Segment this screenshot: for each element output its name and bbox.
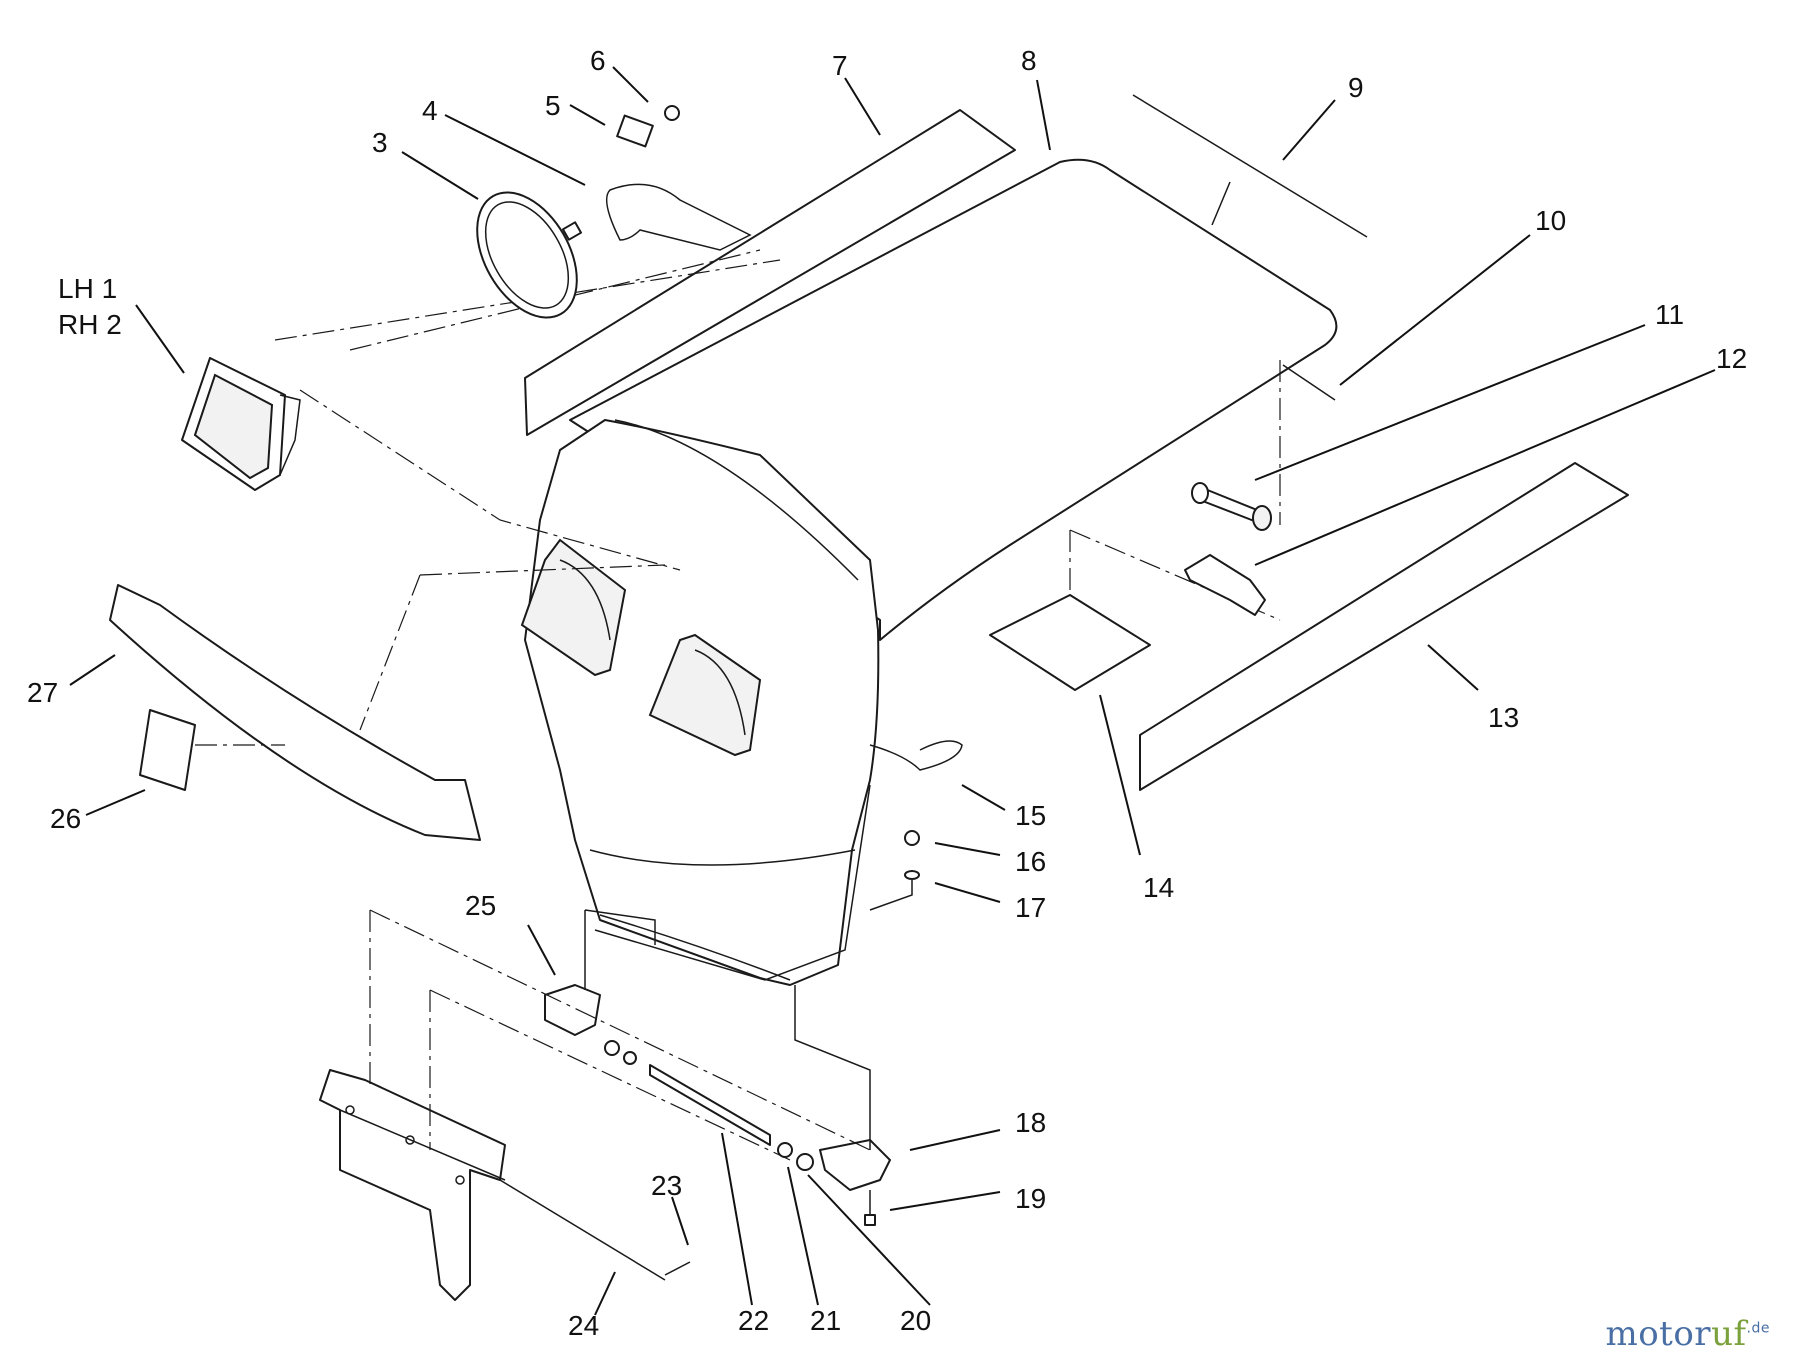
callout-25: 25: [465, 890, 496, 921]
left-side-decal: [524, 109, 1016, 436]
right-side-decal: [1139, 462, 1629, 791]
flat-washer: [904, 870, 920, 880]
watermark-suffix: .de: [1746, 1320, 1770, 1337]
callout-18: 18: [1015, 1107, 1046, 1138]
callout-23: 23: [651, 1170, 682, 1201]
callout-1-lh: LH 1: [58, 273, 117, 304]
callout-16: 16: [1015, 846, 1046, 877]
callout-15: 15: [1015, 800, 1046, 831]
callout-9: 9: [1348, 72, 1364, 103]
headlight-housing: [181, 357, 301, 491]
watermark-accent-text: uf: [1711, 1314, 1747, 1354]
hood-latch: [1184, 554, 1266, 616]
locknut: [796, 1153, 814, 1171]
callout-14: 14: [1143, 872, 1174, 903]
callout-5: 5: [545, 90, 561, 121]
callout-27: 27: [27, 677, 58, 708]
wiring-harness: [605, 183, 752, 251]
left-pivot-bracket: [544, 984, 601, 1036]
hood-cable: [869, 740, 963, 771]
callout-6: 6: [590, 45, 606, 76]
headlight: [476, 191, 583, 319]
shaft-spacer: [604, 1040, 620, 1056]
mounting-bracket: [616, 114, 654, 148]
callout-24: 24: [568, 1310, 599, 1341]
front-hitch-bracket: [319, 1069, 506, 1301]
site-watermark: motoruf.de: [1605, 1314, 1770, 1354]
right-light-opening: [648, 633, 762, 757]
callout-11: 11: [1655, 299, 1684, 330]
foam-pad: [989, 594, 1151, 691]
callout-13: 13: [1488, 702, 1519, 733]
front-bumper-strip: [109, 584, 481, 841]
callout-26: 26: [50, 803, 81, 834]
right-pivot-bracket: [819, 1139, 891, 1191]
hex-nut: [904, 830, 920, 846]
callout-1-rh: RH 2: [58, 309, 122, 340]
screw: [664, 105, 680, 121]
bracket-rod: [499, 1179, 666, 1281]
left-light-opening: [520, 538, 627, 677]
watermark-main-text: motor: [1605, 1314, 1712, 1354]
callout-20: 20: [900, 1305, 931, 1336]
callout-3: 3: [372, 127, 388, 158]
callout-19: 19: [1015, 1183, 1046, 1214]
callout-7: 7: [832, 50, 848, 81]
reflector: [139, 709, 196, 791]
bumper-cylinder: [1191, 482, 1272, 531]
hood-pin: [1282, 364, 1336, 401]
callout-4: 4: [422, 95, 438, 126]
leader-lines: [69, 66, 1716, 1316]
callout-22: 22: [738, 1305, 769, 1336]
cotter-pin: [664, 1261, 691, 1276]
callout-8: 8: [1021, 45, 1037, 76]
callout-17: 17: [1015, 892, 1046, 923]
hood-top-strip: [1132, 94, 1368, 238]
callout-10: 10: [1535, 205, 1566, 236]
callout-21: 21: [810, 1305, 841, 1336]
pivot-shaft: [649, 1064, 771, 1146]
callout-12: 12: [1716, 343, 1747, 374]
callout-labels: LH 1 RH 2 3 4 5 6 7 8 9 10 11 12 13 14 1…: [27, 45, 1747, 1341]
